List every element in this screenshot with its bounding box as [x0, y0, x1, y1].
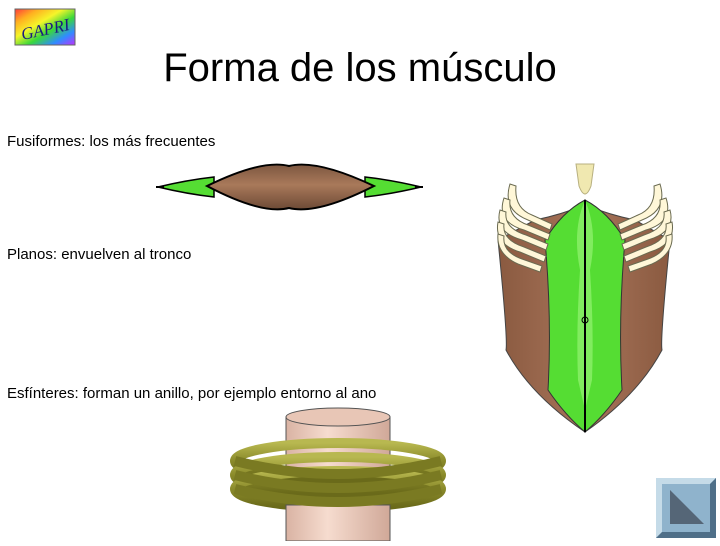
fusiform-label: Fusiformes: los más frecuentes [7, 133, 215, 151]
flat-label: Planos: envuelven al tronco [7, 246, 191, 264]
sphincter-label: Esfínteres: forman un anillo, por ejempl… [7, 385, 376, 403]
next-slide-button[interactable] [656, 478, 716, 538]
sphincter-ring-illustration [228, 405, 448, 541]
fusiform-muscle-illustration [152, 160, 427, 215]
flat-muscle-torso-illustration [490, 160, 680, 440]
gapri-logo: GAPRI [14, 8, 76, 46]
page-title: Forma de los músculo [0, 42, 720, 94]
